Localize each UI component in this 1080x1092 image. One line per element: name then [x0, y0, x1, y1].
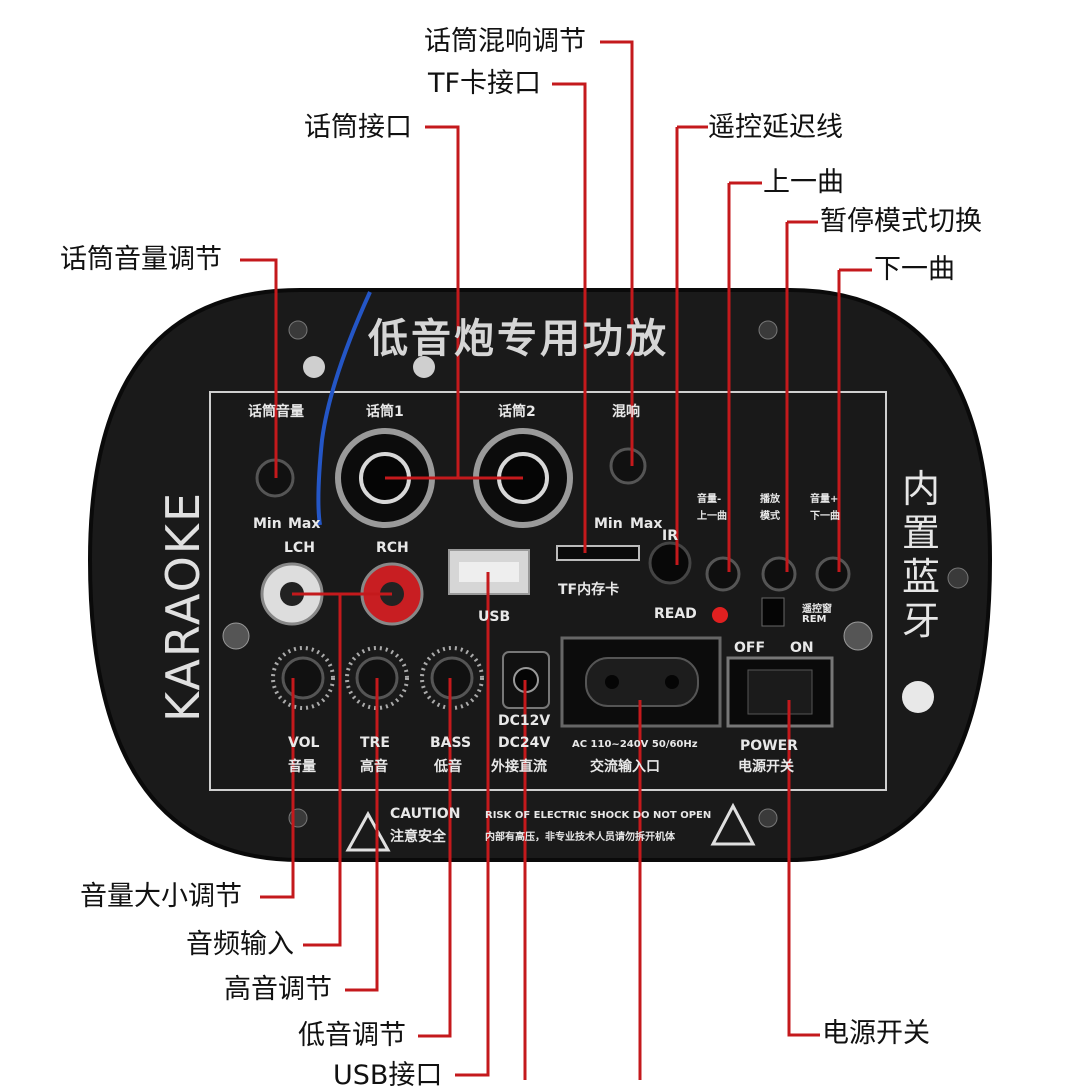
- mic1-label: 话筒1: [366, 404, 404, 420]
- board-title: 低音炮专用功放: [368, 316, 669, 362]
- caution-label-cn: 注意安全: [390, 829, 446, 845]
- karaoke-label: KARAOKE: [156, 490, 210, 722]
- callout-treble-adjust: 高音调节: [224, 974, 332, 1005]
- btn-next-label-1: 音量+: [810, 494, 839, 505]
- callout-mic-port: 话筒接口: [304, 112, 412, 143]
- off-label: OFF: [734, 640, 766, 656]
- callout-mic-reverb: 话筒混响调节: [424, 26, 586, 57]
- vol-label-cn: 音量: [288, 759, 316, 775]
- usb-label: USB: [478, 609, 511, 625]
- lch-label: LCH: [284, 540, 315, 556]
- mic2-label: 话筒2: [498, 404, 536, 420]
- mic-volume-min: Min: [253, 516, 282, 532]
- btn-prev-label-1: 音量-: [697, 494, 722, 505]
- reverb-min: Min: [594, 516, 623, 532]
- on-label: ON: [790, 640, 814, 656]
- bass-label: BASS: [430, 735, 472, 751]
- callout-pause-mode: 暂停模式切换: [820, 206, 982, 237]
- btn-next-label-2: 下一曲: [810, 511, 840, 522]
- callout-mic-volume: 话筒音量调节: [60, 244, 222, 275]
- tre-label: TRE: [360, 735, 390, 751]
- shock-warning-cn: 内部有高压，非专业技术人员请勿拆开机体: [485, 832, 675, 843]
- callout-usb-port: USB接口: [333, 1060, 443, 1091]
- tf-card-label: TF内存卡: [558, 582, 620, 598]
- callout-remote-delay: 遥控延迟线: [708, 112, 843, 143]
- tre-label-cn: 高音: [360, 759, 388, 775]
- callout-power-switch: 电源开关: [822, 1018, 930, 1049]
- mic-volume-max: Max: [288, 516, 321, 532]
- bluetooth-label-3: 蓝: [902, 555, 941, 599]
- callout-bass-adjust: 低音调节: [298, 1020, 406, 1051]
- bluetooth-label-4: 牙: [902, 599, 941, 643]
- dc-input-label: 外接直流: [491, 759, 547, 775]
- bluetooth-label-1: 内: [902, 467, 941, 511]
- read-label: READ: [654, 606, 697, 622]
- rch-label: RCH: [376, 540, 409, 556]
- power-label-cn: 电源开关: [738, 759, 794, 775]
- callout-prev-track: 上一曲: [763, 167, 844, 198]
- vol-label: VOL: [288, 735, 320, 751]
- callout-volume-adjust: 音量大小调节: [80, 881, 242, 912]
- btn-play-label-2: 模式: [760, 511, 780, 522]
- callout-audio-input: 音频输入: [186, 929, 294, 960]
- btn-play-label-1: 播放: [760, 494, 780, 505]
- mic-volume-label: 话筒音量: [248, 404, 304, 420]
- reverb-max: Max: [630, 516, 663, 532]
- ac-label: AC 110~240V 50/60Hz: [572, 739, 698, 750]
- ir-label: IR: [662, 528, 678, 544]
- callout-tf-port: TF卡接口: [428, 68, 542, 99]
- dc24-label: DC24V: [498, 735, 551, 751]
- bass-label-cn: 低音: [434, 759, 462, 775]
- shock-warning: RISK OF ELECTRIC SHOCK DO NOT OPEN: [485, 810, 712, 821]
- btn-prev-label-2: 上一曲: [697, 511, 727, 522]
- dc12-label: DC12V: [498, 713, 551, 729]
- remote-label-2: REM: [802, 614, 827, 625]
- remote-label-1: 遥控窗: [802, 604, 832, 615]
- caution-label: CAUTION: [390, 806, 461, 822]
- bluetooth-label-2: 置: [902, 511, 941, 555]
- ac-input-label: 交流输入口: [590, 759, 660, 775]
- mic-volume-knob: [255, 458, 295, 498]
- power-label: POWER: [740, 738, 798, 754]
- callout-next-track: 下一曲: [874, 254, 955, 285]
- reverb-label: 混响: [612, 404, 640, 420]
